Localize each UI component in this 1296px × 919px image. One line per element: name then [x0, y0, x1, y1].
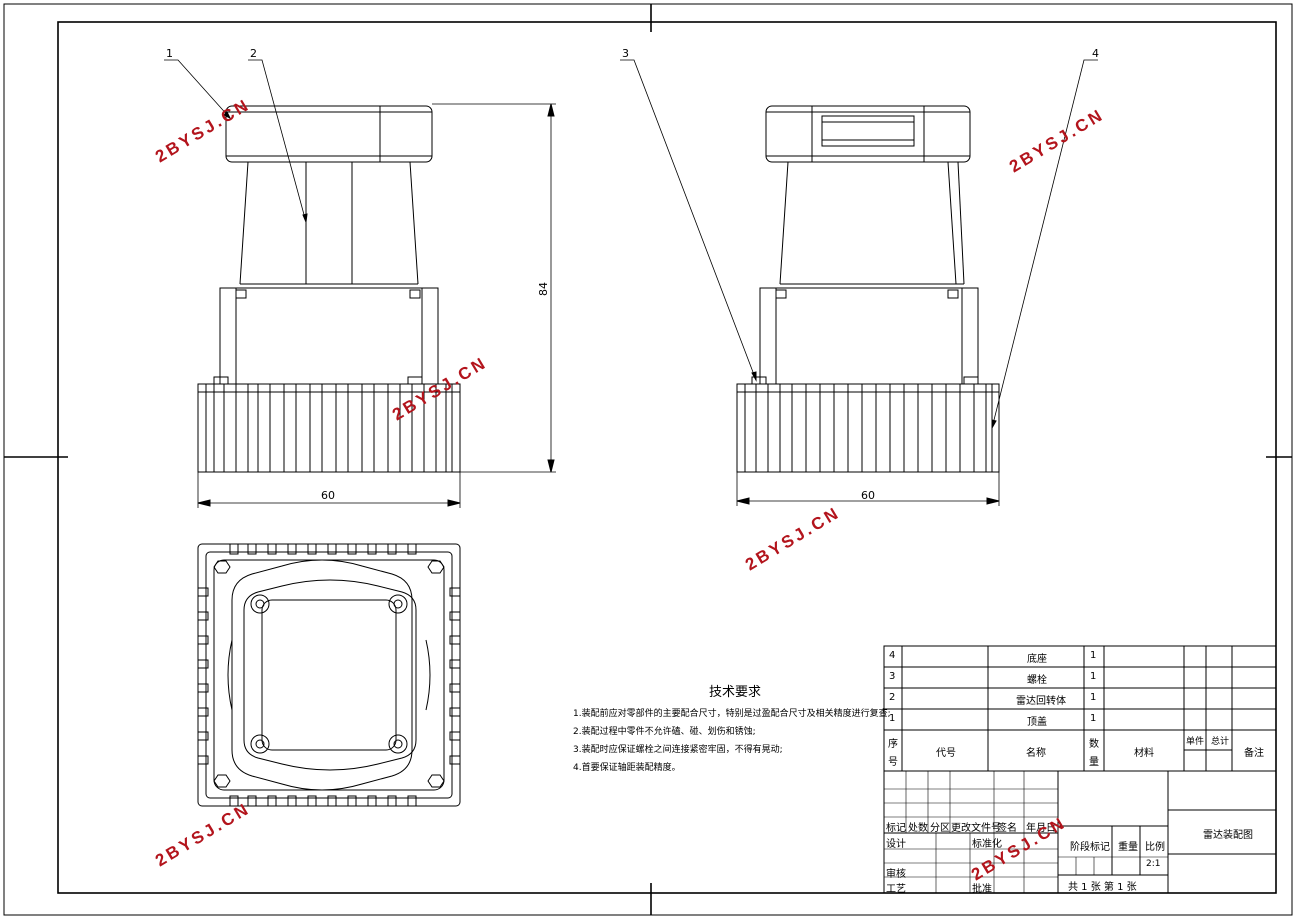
- note-line-2: 2.装配过程中零件不允许磕、碰、划伤和锈蚀;: [573, 727, 756, 737]
- outer-border: [3, 3, 1293, 916]
- callout-3: 3: [622, 47, 629, 60]
- dim-width-60-left: 60: [321, 489, 335, 502]
- bom-row-3-no: 3: [889, 671, 896, 682]
- tb-sign: 签名: [997, 823, 1017, 834]
- tb-design: 设计: [886, 839, 906, 850]
- base-fins-left: [205, 384, 453, 472]
- bom-row-4-name: 底座: [1027, 654, 1047, 665]
- tb-scale: 比例: [1145, 842, 1165, 853]
- top-view: [197, 543, 461, 807]
- bom-row-1-name: 顶盖: [1027, 717, 1047, 728]
- callout-2: 2: [250, 47, 257, 60]
- dim-width-60-right: 60: [861, 489, 875, 502]
- bom-header-qty-1: 数: [1089, 739, 1099, 750]
- bom-header-unit: 单件: [1186, 737, 1205, 747]
- dim-height-84: 84: [537, 282, 550, 296]
- tb-standardize: 标准化: [972, 839, 1002, 850]
- tb-date: 年月日: [1026, 823, 1056, 834]
- bom-header-note: 备注: [1244, 748, 1264, 759]
- bom-row-4-qty: 1: [1090, 650, 1097, 661]
- top-fins: [198, 544, 460, 806]
- tb-mark: 标记: [886, 823, 906, 834]
- callout-1: 1: [166, 47, 173, 60]
- bom-row-2-qty: 1: [1090, 692, 1097, 703]
- bom-header-material: 材料: [1134, 748, 1154, 759]
- tb-stage: 阶段标记: [1070, 842, 1110, 853]
- callout-4: 4: [1092, 47, 1099, 60]
- tb-process: 工艺: [886, 884, 906, 895]
- front-view: [164, 59, 556, 508]
- title-block-grid: [883, 770, 1277, 894]
- bom-header-no-1: 序: [888, 739, 898, 750]
- bom-header-code: 代号: [936, 748, 956, 759]
- tb-change-doc: 更改文件号: [951, 823, 1001, 834]
- bom-row-2-no: 2: [889, 692, 896, 703]
- tb-review: 审核: [886, 869, 906, 880]
- base-fins-right: [744, 384, 993, 472]
- note-line-1: 1.装配前应对零部件的主要配合尺寸，特别是过盈配合尺寸及相关精度进行复查;: [573, 709, 891, 719]
- tb-sheets: 共 1 张 第 1 张: [1068, 882, 1137, 893]
- bom-row-2-name: 雷达回转体: [1016, 696, 1066, 707]
- tb-approve: 批准: [972, 884, 992, 895]
- note-line-4: 4.首要保证轴距装配精度。: [573, 763, 681, 773]
- tb-count: 处数: [908, 823, 928, 834]
- tb-scale-value: 2:1: [1146, 859, 1161, 869]
- note-line-3: 3.装配时应保证螺栓之间连接紧密牢固，不得有晃动;: [573, 745, 783, 755]
- notes-title: 技术要求: [709, 685, 762, 700]
- bom-row-3-qty: 1: [1090, 671, 1097, 682]
- bom-header-total: 总计: [1211, 737, 1230, 747]
- bom-row-4-no: 4: [889, 650, 896, 661]
- side-view: [620, 59, 1098, 506]
- bom-row-1-no: 1: [889, 713, 896, 724]
- tb-zone: 分区: [930, 823, 950, 834]
- bom-row-3-name: 螺栓: [1027, 675, 1047, 686]
- bom-header-no-2: 号: [888, 757, 898, 768]
- bom-header-qty-2: 量: [1089, 757, 1099, 768]
- tb-drawing-name: 雷达装配图: [1203, 830, 1253, 841]
- bom-header-name: 名称: [1026, 748, 1046, 759]
- bom-row-1-qty: 1: [1090, 713, 1097, 724]
- tb-weight: 重量: [1118, 842, 1138, 853]
